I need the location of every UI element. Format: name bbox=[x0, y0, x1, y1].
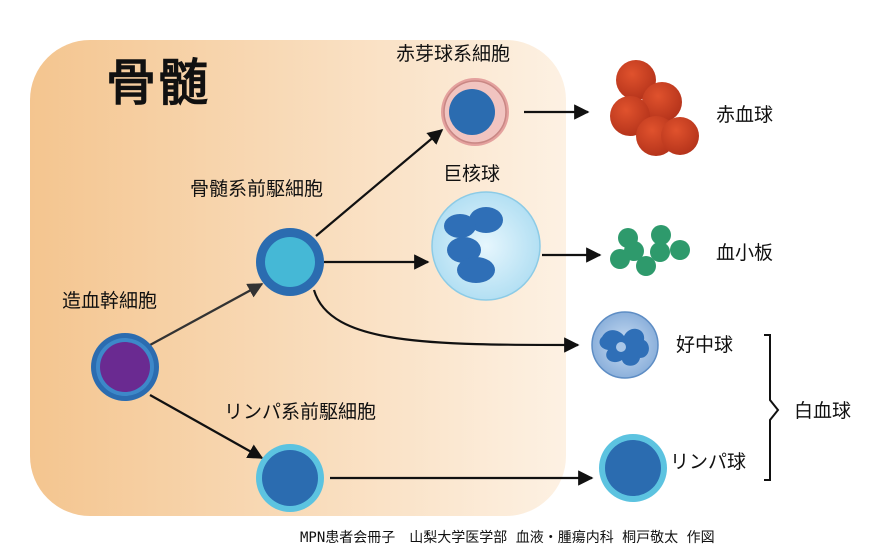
arrows bbox=[149, 104, 602, 486]
label-hsc: 造血幹細胞 bbox=[62, 290, 158, 312]
label-neutrophil: 好中球 bbox=[676, 334, 734, 356]
myeloid-progenitor-cell bbox=[256, 228, 324, 296]
wbc-bracket bbox=[764, 334, 780, 481]
label-wbc: 白血球 bbox=[794, 400, 852, 422]
arrow-hsc-to-myeloid bbox=[149, 283, 264, 346]
label-lymphoid-progenitor: リンパ系前駆細胞 bbox=[224, 401, 377, 423]
platelets bbox=[610, 225, 690, 276]
arrow-myeloid-to-erythroid bbox=[315, 129, 444, 237]
hsc-cell bbox=[91, 333, 159, 401]
label-myeloid-progenitor: 骨髄系前駆細胞 bbox=[190, 178, 324, 200]
neutrophil-cell bbox=[591, 311, 659, 379]
red-blood-cells bbox=[610, 60, 699, 156]
label-megakaryocyte: 巨核球 bbox=[443, 163, 501, 185]
erythroid-cell bbox=[441, 78, 509, 146]
lymphoid-progenitor-cell bbox=[256, 444, 324, 512]
arrow-myeloid-to-neutrophil bbox=[312, 289, 580, 353]
lymphocyte-cell bbox=[599, 434, 667, 502]
label-platelet: 血小板 bbox=[716, 242, 774, 264]
bone-marrow-title: 骨髄 bbox=[106, 54, 210, 112]
megakaryocyte-cell bbox=[431, 191, 541, 301]
label-rbc: 赤血球 bbox=[716, 104, 774, 126]
credit-line: MPN患者会冊子 山梨大学医学部 血液・腫瘍内科 桐戸敬太 作図 bbox=[300, 530, 715, 546]
arrow-hsc-to-lymphoid bbox=[149, 394, 264, 459]
label-erythroid: 赤芽球系細胞 bbox=[396, 43, 511, 65]
label-lymphocyte: リンパ球 bbox=[670, 451, 747, 473]
